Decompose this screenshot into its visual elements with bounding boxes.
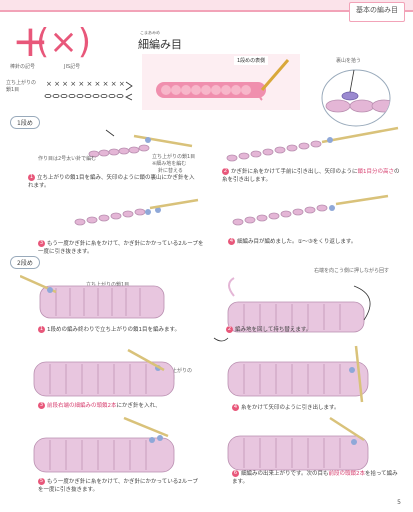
section-tab: 基本の編み目 (349, 2, 405, 22)
sample-photo (142, 54, 300, 110)
x-symbol: (×) (36, 22, 92, 62)
chart-x-row: × × × × × × × × × × (46, 80, 125, 88)
plus-symbol-label: 棒針の記号 (10, 64, 36, 70)
detail-circle (321, 69, 391, 127)
row2-step2-desc: 編み地を回して持ち替えます。 (235, 327, 312, 333)
stitch-chart: × × × × × × × × × × (44, 80, 133, 101)
photo-label: 1段めの表側 (234, 56, 269, 65)
row1-step3-desc: もう一度かぎ針に糸をかけて、かぎ針にかかっている2ループを一度に引き抜きます。 (38, 241, 204, 255)
top-band-line (0, 10, 413, 12)
row1-annot-left: 作り目は2号太い針で編む (38, 156, 97, 162)
row-arrow-left (125, 93, 133, 101)
circle-label: 裏山を拾う (336, 58, 362, 64)
row2-step3-desc-highlight: 前段右端の細編みの頭鎖2本 (47, 403, 117, 409)
row2-step6-desc-c: を拾って編みます。 (232, 471, 398, 485)
page-number: 5 (397, 499, 401, 506)
row2-step4-desc: 糸をかけて矢印のように引き出します。 (241, 405, 340, 411)
row1-step1-illustration (88, 129, 193, 158)
step-number: 1 (38, 326, 45, 333)
row2-label-turn: 右端を向こう側に押しながら回す (314, 268, 390, 274)
x-symbol-label: JIS記号 (64, 64, 81, 70)
row1-annot-right2: ※細み地を編む (152, 161, 187, 167)
chart-chain-row (44, 93, 124, 98)
row1-pill: 1段め (10, 116, 40, 129)
title-ruby: こまあみめ (140, 30, 160, 35)
step-number: 5 (38, 478, 45, 485)
plus-symbol: + (12, 16, 49, 67)
step-number: 4 (228, 238, 235, 245)
step-number: 6 (232, 470, 239, 477)
row1-annot-right3: 針に替える (158, 168, 183, 174)
row2-step6-illustration (227, 416, 369, 471)
step-number: 4 (232, 404, 239, 411)
top-band (0, 0, 413, 10)
row1-step3-illustration (74, 198, 199, 226)
row1-annot-right1: 立ち上がりの鎖1目 (152, 154, 196, 160)
row1-step2-desc-a: かぎ針に糸をかけて手前に引き出し、矢印のように (231, 169, 358, 175)
row-arrow-right (125, 81, 133, 91)
row1-step2-desc-c: の糸を引き出します。 (222, 169, 400, 183)
sample-swatch (156, 59, 290, 101)
row1-step2-illustration (226, 126, 399, 162)
row2-step3-desc-b: にかぎ針を入れ、 (116, 403, 161, 409)
row1-step4-desc: 細編み目が編めました。①〜③をくり返します。 (237, 239, 357, 245)
row2-step1-desc: 1段めの編み終わりで立ち上がりの鎖1目を編みます。 (47, 327, 180, 333)
row1-step1-desc: 立ち上がりの鎖1目を編み、矢印のように鎖の裏山にかぎ針を入れます。 (28, 175, 195, 189)
step-number: 1 (28, 174, 35, 181)
row2-step5-desc: もう一度かぎ針に糸をかけて、かぎ針にかかっている2ループを一度に引き抜きます。 (38, 479, 198, 493)
row1-step4-illustration (232, 194, 389, 226)
step-number: 2 (222, 168, 229, 175)
step-number: 3 (38, 402, 45, 409)
row1-step2-desc-highlight: 鎖1目分の高さ (357, 169, 395, 175)
chart-label: 立ち上がりの 鎖1目 (6, 80, 37, 93)
row2-label-chain: 立ち上がりの鎖1目 (86, 282, 130, 288)
row2-step1-illustration (20, 274, 165, 319)
row2-step4-illustration (227, 345, 369, 403)
row2-step5-illustration (33, 416, 175, 473)
step-number: 3 (38, 240, 45, 247)
row2-step6-desc-highlight: 前段の頭鎖2本 (328, 471, 365, 477)
row2-pill: 2段め (10, 256, 40, 269)
row2-step3-illustration (33, 348, 175, 397)
step-number: 2 (226, 326, 233, 333)
page-title: 細編み目 (138, 38, 182, 51)
svg-text:× × × × × × × × × ×: × × × × × × × × × × (46, 80, 125, 88)
row2-step6-desc-a: 細編みの出来上がりです。次の目も (241, 471, 329, 477)
row2-step2-illustration (213, 277, 371, 342)
